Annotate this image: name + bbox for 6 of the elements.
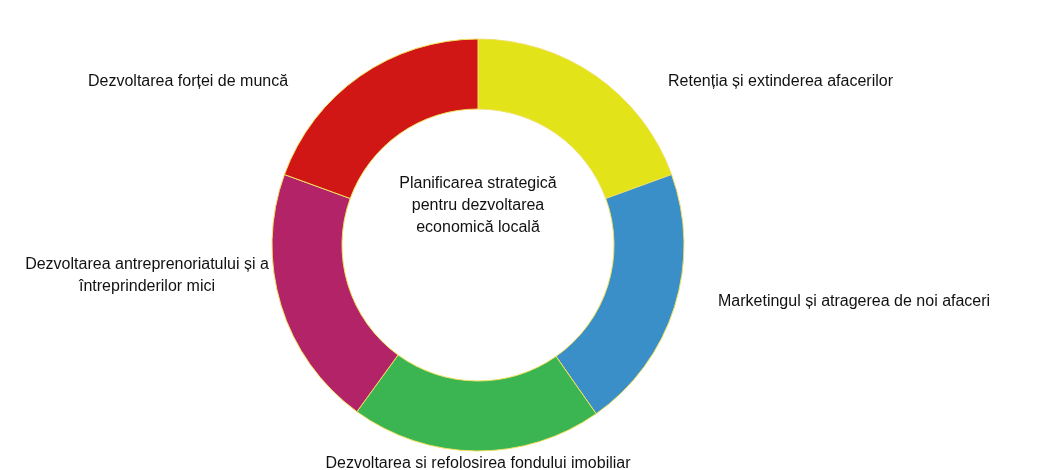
segment-label: Dezvoltarea si refolosirea fondului imobiliar	[324, 453, 632, 470]
segment-label: Retenția și extinderea afacerilor	[668, 71, 894, 91]
segment-label: Marketingul și atragerea de noi afaceri	[718, 291, 992, 311]
center-title: Planificarea strategică pentru dezvoltarea economică locală	[398, 173, 558, 237]
segment-label: Dezvoltarea antreprenoriatului și a întreprinderilor mici	[24, 254, 270, 296]
segment-label: Dezvoltarea forței de muncă	[88, 71, 290, 91]
